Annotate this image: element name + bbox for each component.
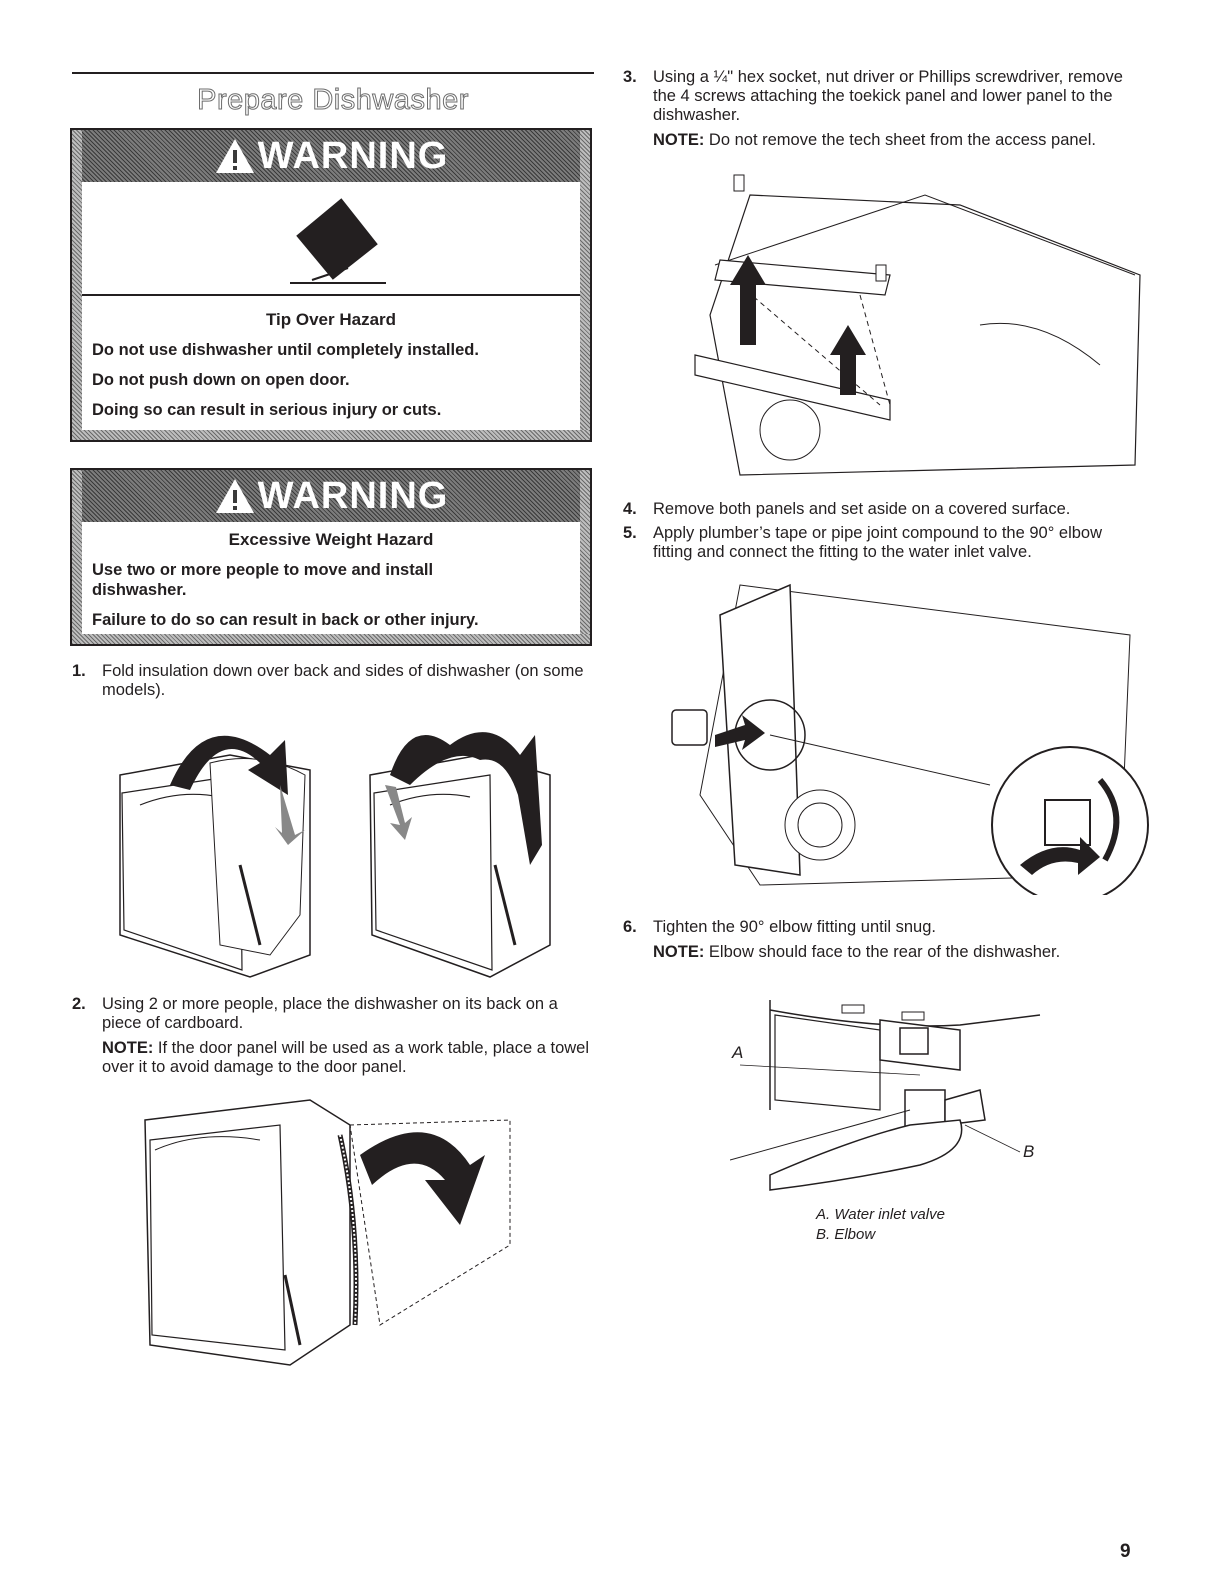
warning-header: WARNING [72,470,590,522]
caption-a: A. Water inlet valve [816,1206,945,1223]
step-6-note: NOTE: Elbow should face to the rear of t… [653,943,1143,962]
note-text: Do not remove the tech sheet from the ac… [704,131,1096,149]
section-title: Prepare Dishwasher [197,84,469,117]
tip-over-diamond-icon [290,198,386,284]
section-rule [72,72,594,74]
connect-elbow-figure [671,583,1149,895]
warning-triangle-icon [215,139,254,173]
dishwasher-on-back-figure [144,1099,511,1366]
remove-panels-figure [694,174,1141,476]
step-3-note: NOTE: Do not remove the tech sheet from … [653,131,1143,150]
hazard-title: Excessive Weight Hazard [228,530,434,549]
warning-header-text: WARNING [257,134,449,177]
hazard-line: Do not push down on open door. [92,371,350,389]
warning-header-text: WARNING [257,474,449,517]
figure-label-b: B [1023,1142,1035,1161]
note-label: NOTE: [653,131,705,149]
fold-insulation-figure [119,732,551,978]
hazard-title: Tip Over Hazard [265,310,397,329]
note-text: If the door panel will be used as a work… [102,1039,590,1076]
hazard-line: Use two or more people to move and insta… [92,561,434,599]
page-number: 9 [1120,1541,1131,1562]
tighten-elbow-figure [730,1000,1041,1191]
step-2-note: NOTE: If the door panel will be used as … [102,1039,592,1077]
warning-header: WARNING [72,130,590,182]
warning-excessive-weight: WARNING Excessive Weight Hazard Use two … [70,468,592,646]
note-label: NOTE: [653,943,705,961]
hazard-line: Doing so can result in serious injury or… [92,401,442,419]
hazard-line: Do not use dishwasher until completely i… [92,341,479,359]
hazard-line: Failure to do so can result in back or o… [92,611,479,629]
figure-label-a: A [732,1043,744,1062]
warning-tip-over: WARNING Tip Over Hazard Do not use dishw… [70,128,592,442]
caption-b: B. Elbow [816,1226,876,1243]
note-label: NOTE: [102,1039,154,1057]
note-text: Elbow should face to the rear of the dis… [704,943,1061,961]
warning-triangle-icon [215,479,254,513]
